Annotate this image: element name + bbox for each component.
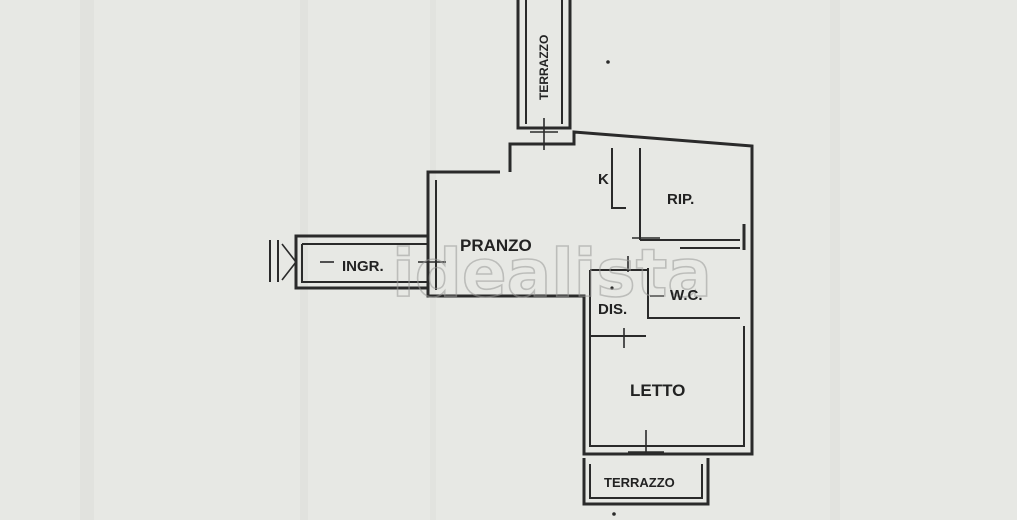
door-symbols <box>418 237 664 454</box>
room-label-disimpegno: DIS. <box>598 301 627 318</box>
room-label-pranzo: PRANZO <box>460 236 532 255</box>
watermark-logo: idealista <box>392 235 712 312</box>
paper-shadow <box>830 0 840 520</box>
room-label-wc: W.C. <box>670 287 703 304</box>
ingresso-walls <box>269 234 428 290</box>
paper-shadow <box>300 0 308 520</box>
paper-shadow <box>430 0 436 520</box>
room-label-ripostiglio: RIP. <box>667 191 694 208</box>
terrazzo-top-walls <box>516 0 572 150</box>
room-label-letto: LETTO <box>630 381 685 400</box>
paper-shadow <box>80 0 94 520</box>
apartment-walls <box>426 130 754 456</box>
room-label-ingresso: INGR. <box>342 258 384 275</box>
dot-mark <box>610 286 614 290</box>
dot-mark <box>612 512 616 516</box>
terrazzo-bottom-walls <box>582 451 710 506</box>
room-label-terrazzo-bottom: TERRAZZO <box>604 475 675 490</box>
dot-mark <box>606 60 610 64</box>
room-label-kitchen: K <box>598 171 609 188</box>
room-label-terrazzo-top: TERRAZZO <box>537 35 551 100</box>
